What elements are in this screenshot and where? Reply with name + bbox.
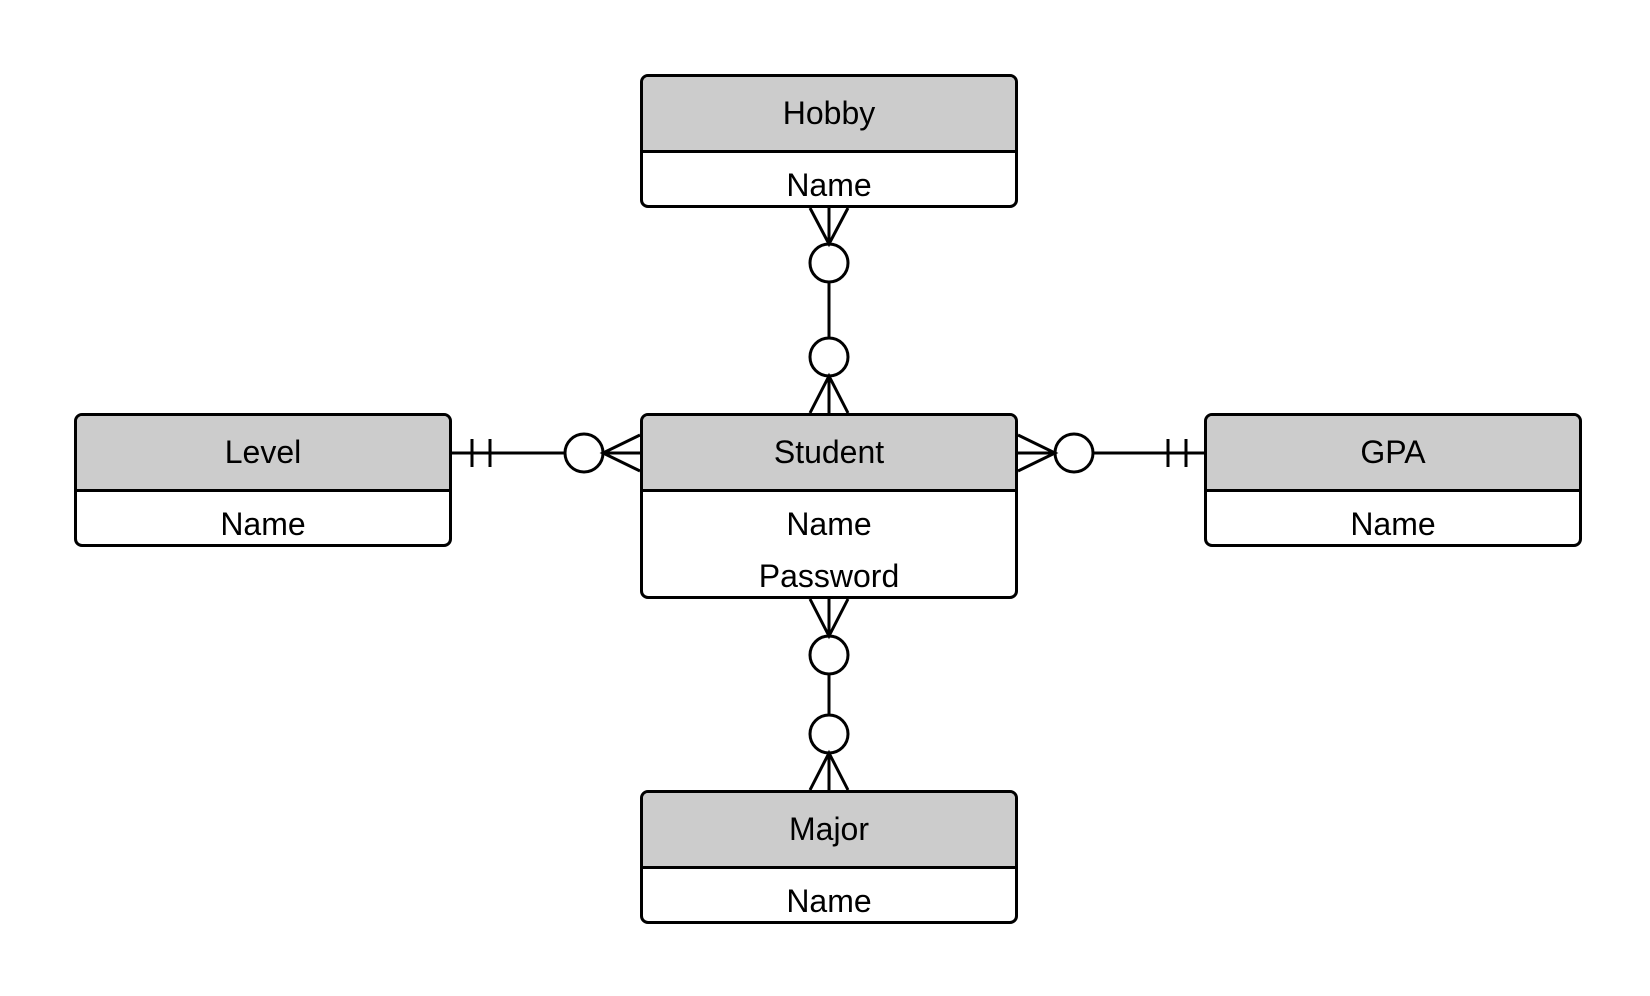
student-bottom-many-marker <box>808 598 850 640</box>
entity-gpa[interactable]: GPA Name <box>1204 413 1582 547</box>
attribute-name: Name <box>220 506 306 542</box>
student-left-zero-marker <box>563 432 605 474</box>
entity-title: Major <box>643 793 1015 869</box>
relationship-student-gpa <box>1017 432 1204 474</box>
attribute-name: Name <box>786 883 872 919</box>
relationship-student-hobby <box>808 207 850 414</box>
entity-title: GPA <box>1207 416 1579 492</box>
major-zero-marker <box>808 713 850 755</box>
hobby-zero-marker <box>808 242 850 284</box>
entity-title: Student <box>643 416 1015 492</box>
student-right-zero-marker <box>1053 432 1095 474</box>
relationship-student-major <box>808 598 850 791</box>
student-top-zero-marker <box>808 336 850 378</box>
major-many-marker <box>808 749 850 791</box>
student-bottom-zero-marker <box>808 634 850 676</box>
attribute-list: Name <box>643 153 1015 205</box>
attribute-password: Password <box>758 558 900 594</box>
entity-title: Hobby <box>643 77 1015 153</box>
attribute-name: Name <box>786 506 872 542</box>
attribute-list: Name <box>1207 492 1579 544</box>
entity-hobby[interactable]: Hobby Name <box>640 74 1018 208</box>
attribute-name: Name <box>786 167 872 203</box>
student-right-many-marker <box>1017 433 1059 473</box>
relationship-student-level <box>452 432 641 474</box>
entity-title: Level <box>77 416 449 492</box>
entity-major[interactable]: Major Name <box>640 790 1018 924</box>
entity-student[interactable]: Student Name Password <box>640 413 1018 599</box>
hobby-many-marker <box>808 207 850 248</box>
attribute-list: Name <box>643 869 1015 921</box>
student-top-many-marker <box>808 372 850 414</box>
attribute-name: Name <box>1350 506 1436 542</box>
attribute-list: Name <box>77 492 449 544</box>
student-left-many-marker <box>599 433 641 473</box>
entity-level[interactable]: Level Name <box>74 413 452 547</box>
attribute-list: Name Password <box>643 492 1015 596</box>
